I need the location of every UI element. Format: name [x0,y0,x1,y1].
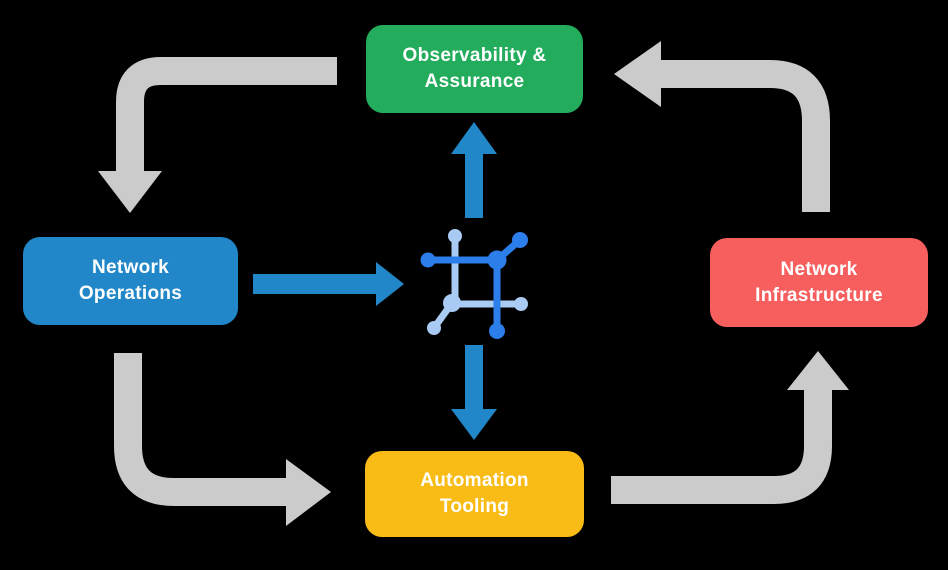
arrow-observability-to-operations-arrowhead [98,171,162,213]
node-label-line: Observability & [402,45,547,66]
node-label-line: Assurance [424,71,525,92]
arrow-operations-to-automation-pipe [114,353,288,506]
icon-dot [512,232,528,248]
icon-dot [489,323,505,339]
arrow-infrastructure-to-observability-arrowhead [614,41,661,107]
arrow-operations-to-automation [114,353,331,526]
node-label-line: Network [780,258,858,280]
arrow-icon-to-observability-arrowhead [451,122,497,154]
icon-dot [427,321,441,335]
arrow-automation-to-infrastructure [611,351,849,504]
arrow-observability-to-operations [98,57,337,213]
icon-dot [448,229,462,243]
icon-dot [420,252,436,268]
network-automation-icon [420,229,528,339]
arrow-infrastructure-to-observability [614,41,830,212]
arrow-automation-to-infrastructure-arrowhead [787,351,849,390]
icon-light-dots [427,229,528,335]
node-network-infrastructure: Network Infrastructure [710,238,928,327]
node-label-line: Operations [78,283,183,304]
node-label-line: Tooling [439,496,510,517]
icon-node [487,250,507,270]
arrow-icon-to-automation-arrowhead [451,409,497,440]
node-label-line: Infrastructure [755,284,883,306]
node-automation-tooling: Automation Tooling [365,451,584,537]
node-label-line: Automation [420,470,529,491]
arrow-observability-to-operations-pipe [116,57,337,173]
arrow-icon-to-automation [451,345,497,440]
node-network-operations: Network Operations [23,237,238,325]
arrow-operations-to-icon-arrowhead [376,262,404,306]
node-observability-assurance: Observability & Assurance [366,25,583,113]
arrow-infrastructure-to-observability-pipe [659,60,830,212]
icon-dot [514,297,528,311]
icon-dark-dots [420,232,528,339]
node-label-line: Network [91,257,170,278]
arrow-icon-to-observability [451,122,497,218]
icon-node [443,294,461,312]
arrow-operations-to-icon [253,262,404,306]
arrow-automation-to-infrastructure-pipe [611,389,832,504]
arrow-operations-to-automation-arrowhead [286,459,331,526]
